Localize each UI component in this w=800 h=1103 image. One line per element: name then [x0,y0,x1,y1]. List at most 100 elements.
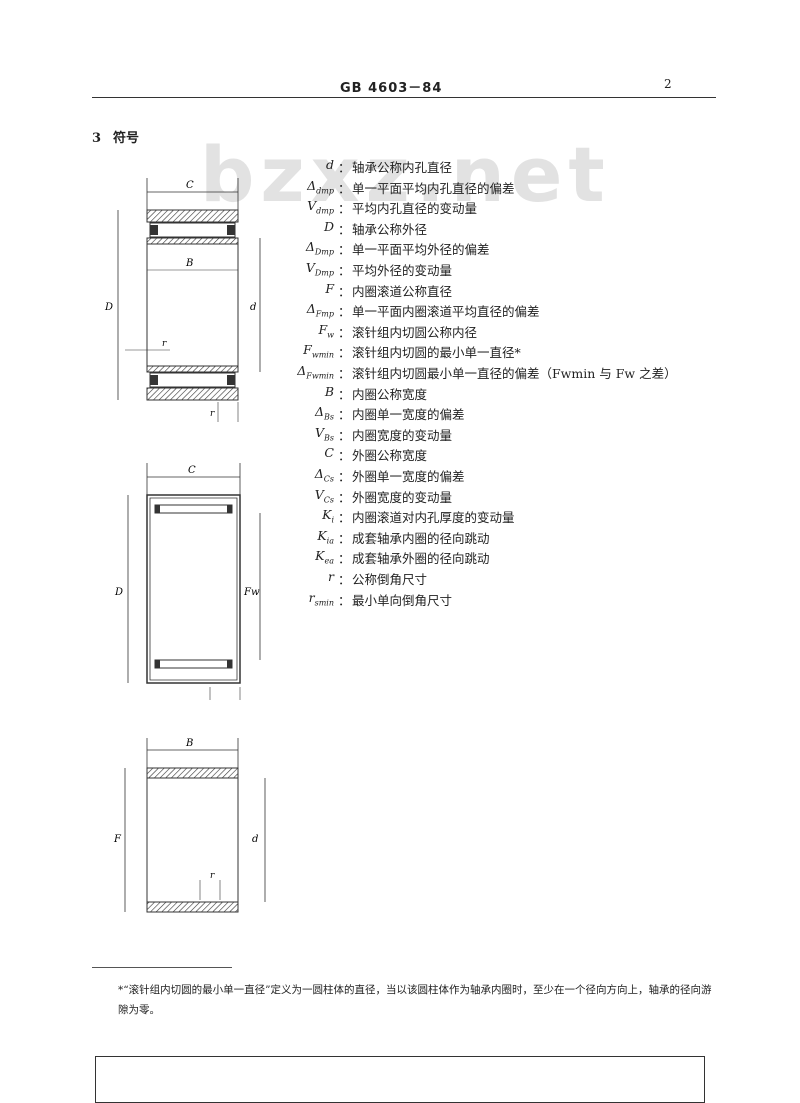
symbol-description: 外圈宽度的变动量 [352,489,453,505]
symbol-subscript: wmin [311,350,334,360]
symbol-base: B [324,383,334,399]
symbol-colon: ： [338,592,351,608]
symbol-base: F [303,342,312,358]
symbol-colon: ： [338,530,351,546]
symbol-colon: ： [338,221,351,237]
fig1-label-B: B [185,258,193,269]
symbol-subscript: Cs [323,474,334,484]
fig1-label-D: D [104,302,113,313]
symbol-subscript: Cs [323,495,334,505]
symbol-colon: ： [338,469,351,484]
symbol-subscript: Dmp [314,247,334,257]
section-number: 3 [92,131,102,146]
symbol: VBs [250,425,334,443]
section-title: 符号 [113,131,140,146]
symbol-subscript: Bs [324,412,334,422]
symbol-base: Δ [314,466,324,481]
symbol: VDmp [250,260,334,278]
symbol-base: K [315,548,325,564]
symbol-colon: ： [338,489,351,505]
footnote: *“滚针组内切圆的最小单一直径”定义为一圆柱体的直径，当以该圆柱体作为轴承内圈时… [118,984,712,1016]
symbol-description: 内圈宽度的变动量 [352,427,453,443]
symbol: rsmin [250,590,334,608]
symbol-description: 内圈滚道对内孔厚度的变动量 [352,510,515,526]
symbol-description: 内圈公称宽度 [352,386,428,402]
fig1-label-d: d [250,302,256,313]
symbol-base: Δ [297,363,307,378]
symbol-description: 平均内孔直径的变动量 [352,201,478,217]
symbol-subscript: smin [314,598,334,608]
symbol-colon: ： [338,386,351,402]
fig1-label-r2: r [210,409,215,419]
footnote-rule [92,967,232,968]
symbol-subscript: dmp [316,206,334,216]
symbol-base: F [318,321,328,337]
symbol-colon: ： [338,572,351,587]
symbol-row: B：内圈公称宽度 [250,384,750,404]
symbol-row: Δdmp：单一平面平均内孔直径的偏差 [250,178,750,198]
symbol-row: VBs：内圈宽度的变动量 [250,425,750,445]
symbol: ΔBs [250,404,334,422]
symbol-row: VDmp ：平均外径的变动量 [250,260,750,280]
symbol-base: Δ [314,404,325,420]
symbol-subscript: Fwmin [306,371,334,381]
symbol-colon: ： [338,448,351,464]
symbol: ΔFwmin [250,363,334,381]
symbol-base: F [325,280,334,296]
symbol-colon: ： [338,242,351,258]
symbol-base: r [328,569,334,584]
symbol-colon: ： [338,324,351,340]
symbol-subscript: i [331,515,334,525]
symbol-row: C：外圈公称宽度 [250,445,750,465]
symbol-colon: ： [338,160,351,175]
symbol-base: C [324,445,334,461]
symbol-description: 单一平面平均内孔直径的偏差 [352,180,515,196]
symbol-description: 最小单向倒角尺寸 [352,592,453,608]
symbol-colon: ： [338,407,351,423]
fig2-label-C: C [188,465,196,476]
symbol-description: 滚针组内切圆的最小单一直径* [352,345,521,361]
header-rule [92,97,716,98]
symbol-description: 单一平面平均外径的偏差 [352,242,490,258]
symbol-description: 单一平面内圈滚道平均直径的偏差 [352,304,540,320]
fig3-label-F: F [113,834,122,845]
fig3-label-d: d [252,834,258,845]
symbol-colon: ： [338,201,351,217]
symbol-row: Fwmin：滚针组内切圆的最小单一直径* [250,342,750,362]
symbol-description: 内圈滚道公称直径 [352,283,453,299]
symbol-base: V [307,198,317,214]
symbol: ΔCs [250,466,334,484]
symbol-description: 轴承公称外径 [352,221,428,237]
symbol-base: K [317,527,327,543]
symbol-colon: ： [338,263,351,278]
symbol-row: ΔBs：内圈单一宽度的偏差 [250,404,750,424]
symbol: Fw [250,322,334,340]
symbol-description: 滚针组内切圆最小单一直径的偏差（Fwmin 与 Fw 之差） [352,366,677,381]
fig1-label-C: C [186,180,194,191]
symbol-subscript: Bs [324,433,334,443]
symbol-row: Kia：成套轴承内圈的径向跳动 [250,528,750,548]
symbol-description: 外圈公称宽度 [352,448,428,464]
symbol: F [250,281,334,296]
symbol: VCs [250,487,334,505]
symbol-row: d ：轴承公称内孔直径 [250,157,750,177]
symbol: d [250,157,334,172]
symbol-base: V [305,260,315,275]
symbol-subscript: dmp [316,186,334,196]
footer-frame [95,1056,705,1103]
symbol-colon: ： [338,510,351,526]
section-heading: 3 符号 [92,127,151,146]
symbol-colon: ： [338,427,351,443]
symbol-description: 成套轴承内圈的径向跳动 [352,530,490,546]
symbol-colon: ： [338,180,351,196]
symbol-row: Kea：成套轴承外圈的径向跳动 [250,548,750,568]
symbol-colon: ： [338,366,351,381]
symbol-base: K [322,507,332,523]
symbol-row: Fw：滚针组内切圆公称内径 [250,322,750,342]
symbol-description: 平均外径的变动量 [352,263,453,278]
symbol: D [250,219,334,234]
symbol-description: 轴承公称内孔直径 [352,160,453,175]
symbol-row: Vdmp ：平均内孔直径的变动量 [250,198,750,218]
symbol-description: 内圈单一宽度的偏差 [352,407,465,423]
symbol-row: F：内圈滚道公称直径 [250,281,750,301]
